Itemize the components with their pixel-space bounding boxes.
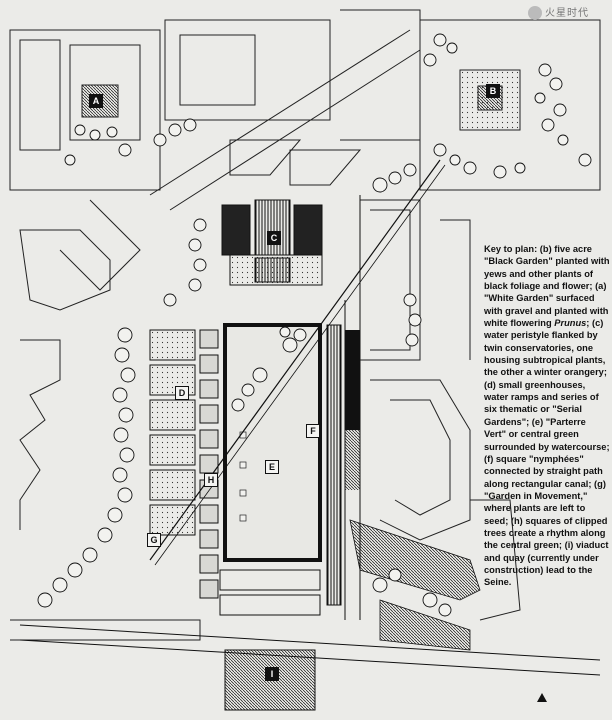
plan-label-e: E: [265, 460, 279, 474]
plan-label-f: F: [306, 424, 320, 438]
plan-label-b: B: [486, 84, 500, 98]
watermark-badge-icon: [528, 6, 542, 20]
plan-label-d: D: [175, 386, 189, 400]
plan-label-g: G: [147, 533, 161, 547]
north-arrow-icon: [537, 693, 547, 702]
plan-label-a: A: [89, 94, 103, 108]
caption-lead: Key to plan:: [484, 244, 538, 254]
caption-prunus: Prunus: [554, 318, 587, 329]
plan-label-i: I: [265, 667, 279, 681]
plan-label-c: C: [267, 231, 281, 245]
plan-key-caption: Key to plan: (b) five acre "Black Garden…: [484, 243, 610, 589]
plan-label-h: H: [204, 473, 218, 487]
watermark-logo: 火星时代: [528, 4, 610, 30]
watermark-text: 火星时代: [545, 8, 589, 19]
caption-text-part2: ; (c) water peristyle flanked by twin co…: [484, 318, 610, 588]
caption-text-part1: (b) five acre "Black Garden" planted wit…: [484, 244, 610, 329]
